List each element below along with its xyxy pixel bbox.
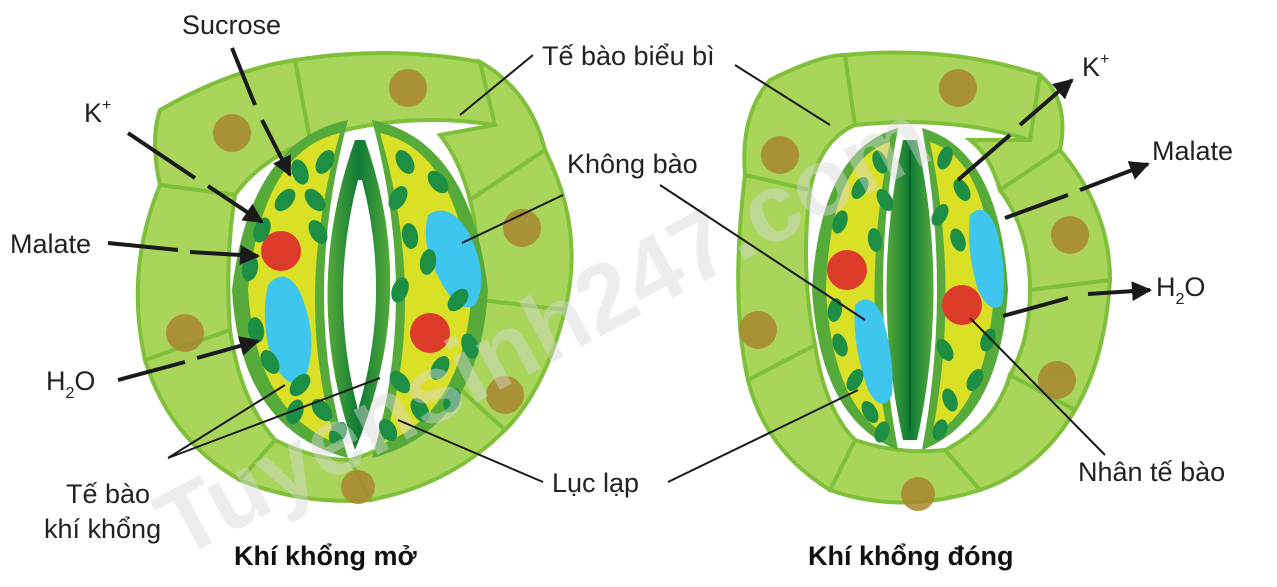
nucleus-left-a xyxy=(261,231,301,271)
arrows-left xyxy=(107,47,292,382)
arrow-right-icon xyxy=(1004,161,1150,220)
svg-text:H2O: H2O xyxy=(1156,272,1205,308)
vacuole-right-a xyxy=(854,299,893,404)
epidermal-nuclei-right xyxy=(739,69,1089,511)
arrow-right-icon xyxy=(1002,281,1152,318)
closed-stoma-group xyxy=(736,50,1113,511)
leader-lines xyxy=(167,54,1106,483)
label-vacuole: Không bào xyxy=(567,149,698,179)
label-nucleus: Nhân tế bào xyxy=(1078,457,1225,487)
vacuole-left-b xyxy=(425,210,482,308)
chloroplasts-left xyxy=(241,150,479,445)
svg-text:H2O: H2O xyxy=(46,366,95,402)
svg-text:K+: K+ xyxy=(1082,51,1109,82)
label-k-plus-right: K+ xyxy=(1082,51,1109,82)
label-chloroplast: Lục lạp xyxy=(552,468,639,498)
arrow-right-icon xyxy=(126,131,264,224)
label-h2o-right: H2O xyxy=(1156,272,1205,308)
label-k-plus-left: K+ xyxy=(84,97,111,128)
label-sucrose: Sucrose xyxy=(182,10,281,40)
label-epidermal-cell: Tế bào biểu bì xyxy=(542,41,715,71)
chloroplasts-right xyxy=(827,146,996,443)
label-guard-cell-line1: Tế bào xyxy=(66,479,150,509)
arrows-right xyxy=(956,78,1152,318)
vacuole-left-a xyxy=(264,276,312,384)
open-stoma-group xyxy=(135,51,574,504)
nucleus-right-a xyxy=(827,250,867,290)
label-malate-left: Malate xyxy=(10,229,91,259)
open-pore-gap xyxy=(343,180,377,410)
arrow-right-icon xyxy=(230,47,292,177)
arrow-right-icon xyxy=(117,336,260,382)
epidermal-nuclei-left xyxy=(166,69,541,504)
arrow-right-icon xyxy=(107,241,260,265)
label-malate-right: Malate xyxy=(1152,136,1233,166)
nucleus-right-b xyxy=(942,285,982,325)
arrow-right-icon xyxy=(956,78,1074,182)
caption-open: Khí khổng mở xyxy=(234,541,417,571)
vacuole-right-b xyxy=(969,209,1004,308)
svg-text:K+: K+ xyxy=(84,97,111,128)
label-h2o-left: H2O xyxy=(46,366,95,402)
label-guard-cell-line2: khí khổng xyxy=(44,514,161,544)
caption-closed: Khí khổng đóng xyxy=(808,541,1013,571)
nucleus-left-b xyxy=(410,313,450,353)
